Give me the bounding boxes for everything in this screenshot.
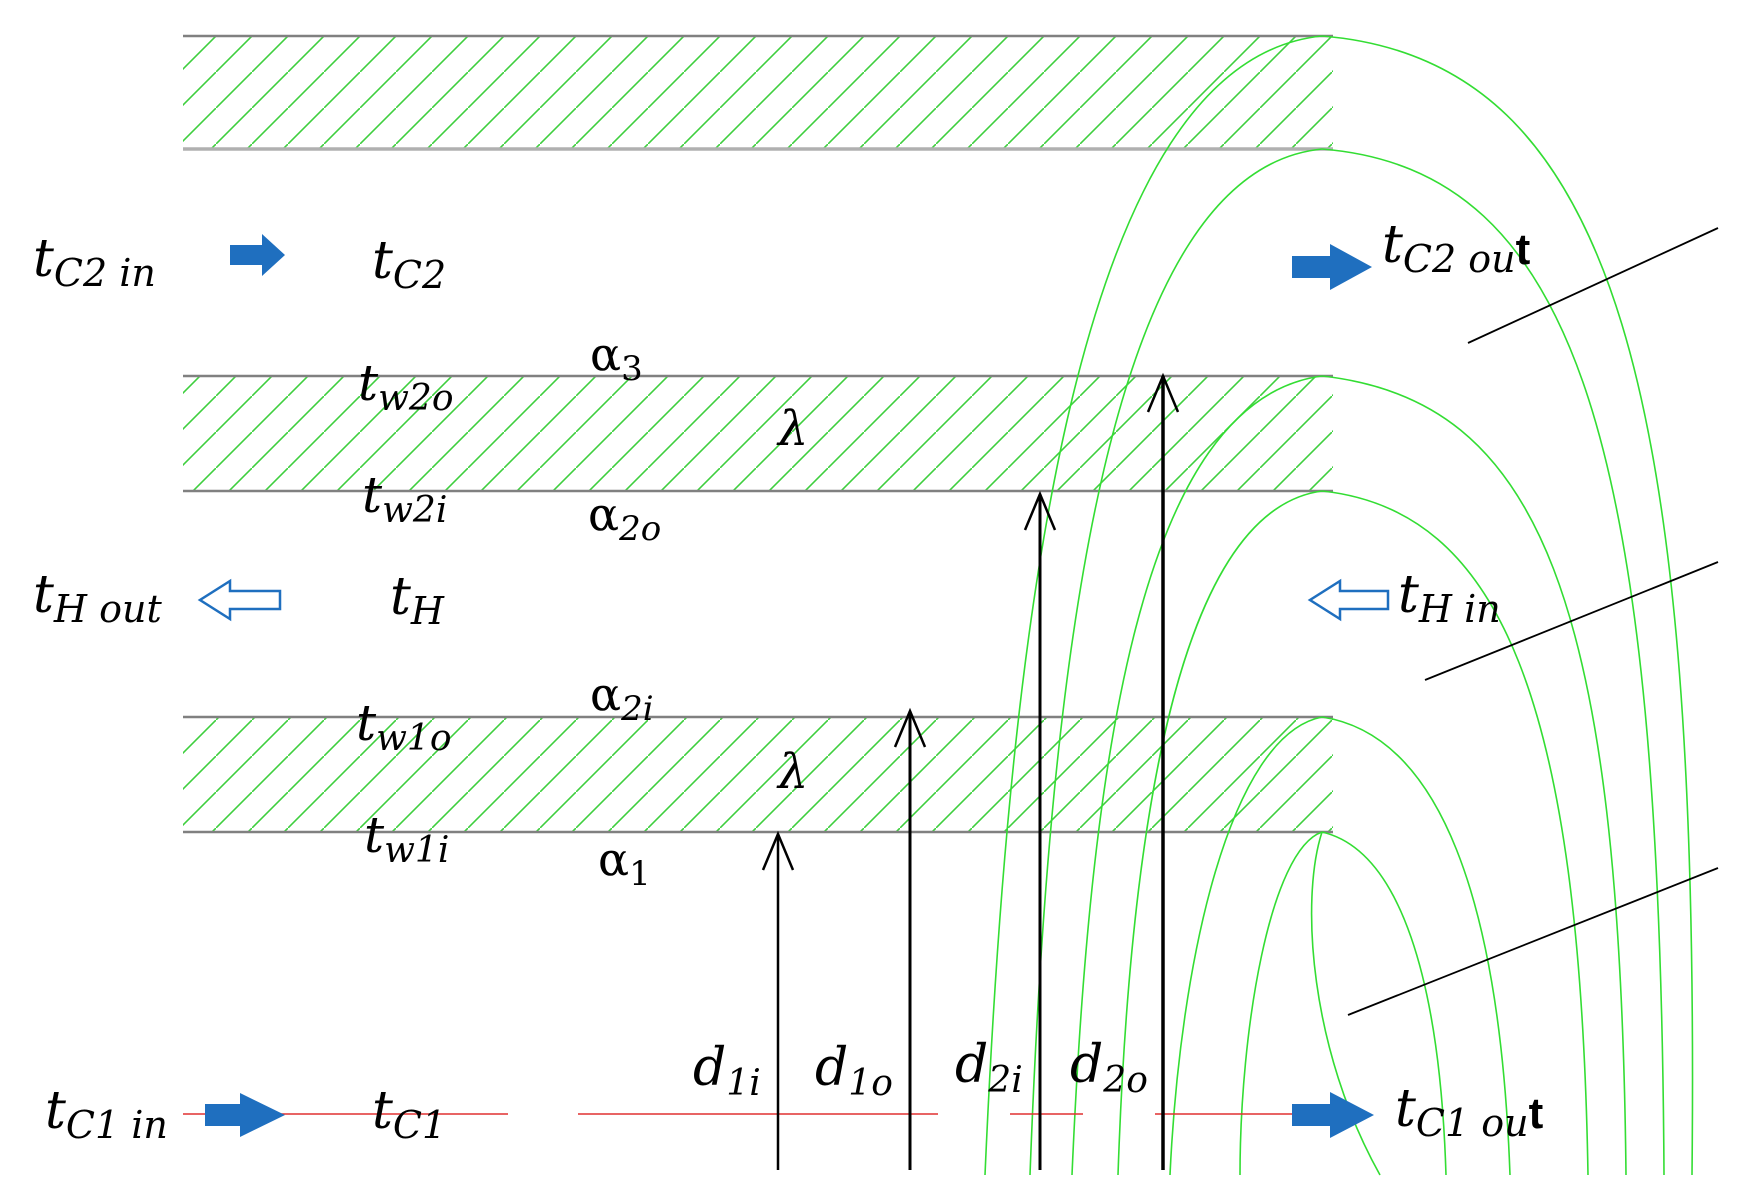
d1i-label: d1i [693, 1038, 761, 1104]
t-h-in-label: tH in [1398, 565, 1501, 631]
d1o-arrow [893, 707, 927, 1170]
d2i-label: d2i [955, 1035, 1023, 1101]
t-h-label: tH [390, 567, 445, 633]
lambda-inner-label: λ [776, 744, 808, 800]
t-w1o-label: tw1o [356, 694, 452, 759]
t-c1-label: tC1 [372, 1081, 446, 1147]
t-w1i-label: tw1i [364, 806, 449, 871]
flow-arrows [197, 234, 1390, 1138]
t-c2-in-label: tC2 in [33, 229, 156, 295]
inner-tube-wall [183, 715, 1333, 834]
c1-out-arrow [1292, 1092, 1374, 1138]
t-h-out-label: tH out [33, 565, 162, 631]
t-w2i-label: tw2i [362, 466, 447, 531]
d1o-label: d1o [815, 1038, 893, 1104]
h-in-arrow [1307, 578, 1390, 622]
lambda-outer-label: λ [776, 401, 808, 457]
c2-in-arrow [230, 234, 285, 276]
d2o-label: d2o [1070, 1035, 1148, 1101]
t-c2-label: tC2 [372, 231, 446, 297]
outermost-wall [183, 34, 1333, 151]
t-c1-in-label: tC1 in [45, 1081, 168, 1147]
d2i-arrow [1023, 490, 1057, 1170]
leader-lines [1347, 227, 1719, 1016]
alpha-3-label: α3 [590, 327, 643, 389]
t-w2o-label: tw2o [358, 354, 454, 419]
t-c2-out-label: tC2 out [1382, 215, 1531, 281]
h-out-arrow [197, 578, 282, 622]
alpha-1-label: α1 [598, 832, 651, 894]
c1-in-arrow [205, 1093, 285, 1137]
alpha-2i-label: α2i [590, 667, 654, 729]
c2-out-arrow [1292, 244, 1372, 290]
t-c1-out-label: tC1 out [1395, 1079, 1544, 1145]
outer-tube-wall [183, 374, 1333, 493]
d1i-arrow [761, 830, 795, 1170]
d2o-arrow [1146, 372, 1180, 1170]
alpha-2o-label: α2o [588, 487, 661, 549]
diameter-arrows [761, 372, 1180, 1170]
